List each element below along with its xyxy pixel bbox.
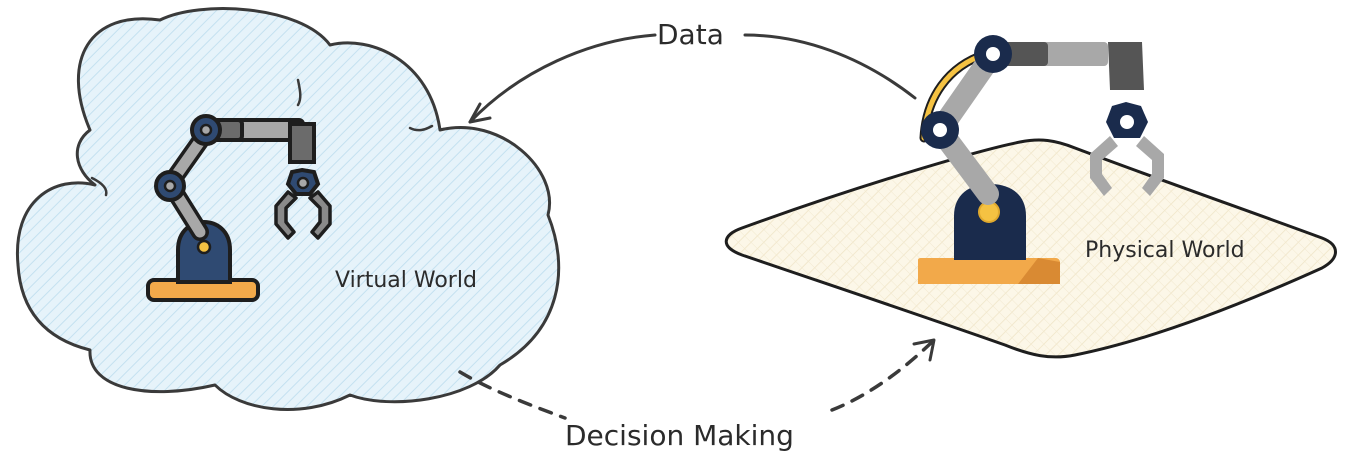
data-label: Data — [657, 18, 724, 51]
physical-world-label: Physical World — [1085, 238, 1245, 263]
virtual-world-node: Virtual World — [15, 7, 561, 411]
decision-arrow-right — [830, 340, 934, 412]
virtual-world-cloud — [15, 7, 561, 411]
decision-label: Decision Making — [565, 419, 794, 452]
data-edge: Data — [468, 18, 917, 124]
data-arrowhead — [468, 102, 492, 124]
decision-arrow-left — [458, 370, 567, 420]
robot-arm-icon — [146, 114, 332, 302]
physical-world-node: Physical World — [724, 35, 1337, 359]
decision-arrowhead — [912, 338, 936, 362]
virtual-world-label: Virtual World — [335, 268, 477, 293]
robot-arm-icon — [918, 35, 1164, 284]
physical-world-ground — [724, 138, 1337, 359]
decision-edge: Decision Making — [458, 338, 936, 452]
data-arrow — [468, 33, 917, 124]
